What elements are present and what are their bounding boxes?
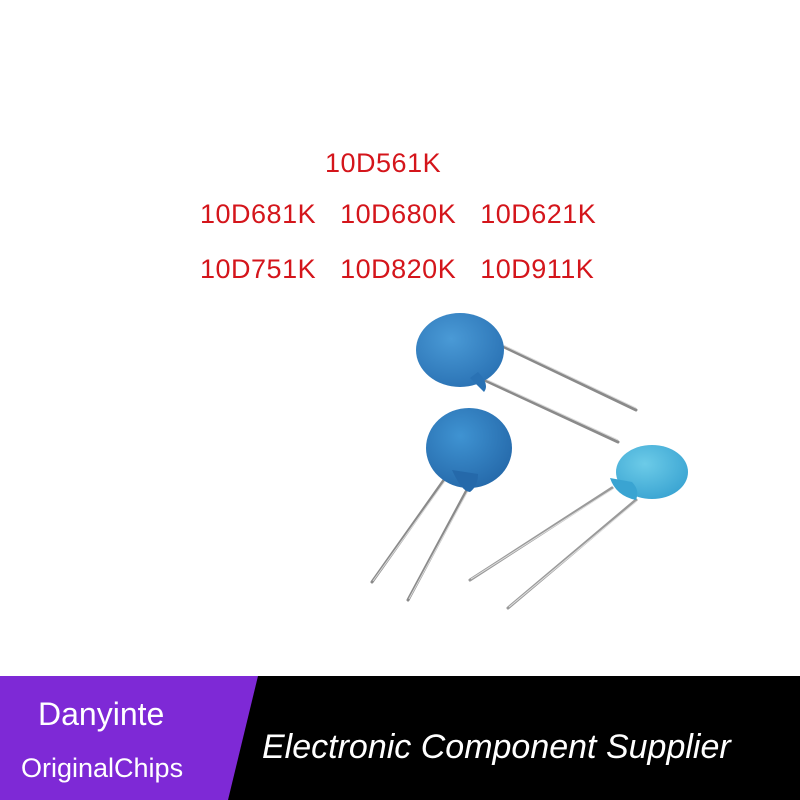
tagline: Electronic Component Supplier [262,728,731,766]
model-line-1: 10D561K [325,148,457,179]
model-line-2: 10D681K 10D680K 10D621K [200,199,612,230]
varistor-icon [468,445,688,610]
model-label: 10D621K [480,199,597,229]
varistor-icon [416,313,638,444]
brand-banner: Danyinte OriginalChips [0,676,800,800]
varistor-icon [370,408,512,602]
model-label: 10D751K [200,254,317,284]
model-label: 10D911K [480,254,595,284]
brand-subtitle: OriginalChips [21,753,184,783]
model-label: 10D820K [340,254,457,284]
model-label: 10D680K [340,199,457,229]
model-label: 10D681K [200,199,317,229]
varistor-illustration [370,313,688,610]
brand-name: Danyinte [38,696,165,732]
banner-right-panel [228,676,800,800]
banner-left-panel: Danyinte OriginalChips [0,676,258,800]
model-line-3: 10D751K 10D820K 10D911K [200,254,610,285]
model-label: 10D561K [325,148,442,178]
